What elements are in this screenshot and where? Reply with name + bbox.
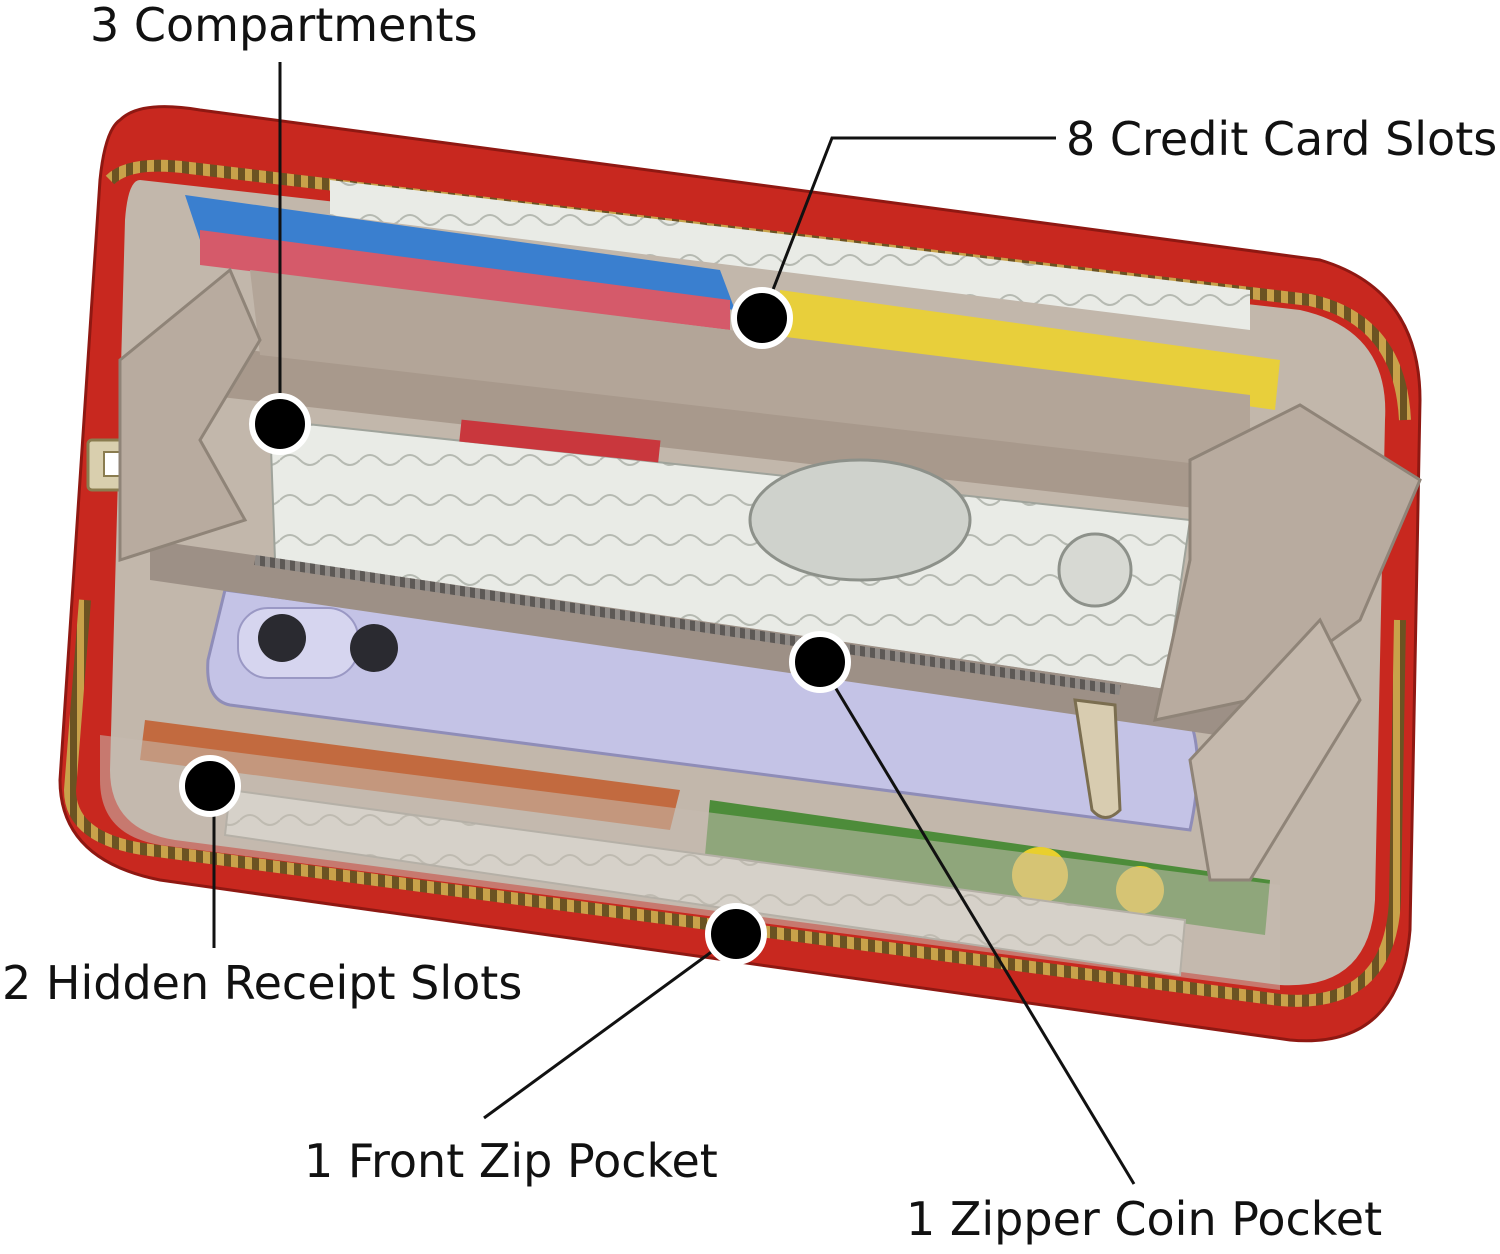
blue-card bbox=[185, 195, 735, 310]
callout-markers bbox=[179, 287, 851, 965]
marker-compartments bbox=[249, 393, 311, 455]
marker-coin bbox=[789, 631, 851, 693]
label-compartments: 3 Compartments bbox=[90, 0, 478, 52]
label-front-zip-pocket: 1 Front Zip Pocket bbox=[304, 1134, 718, 1188]
phone bbox=[206, 588, 1199, 832]
bottom-zipper bbox=[63, 599, 1406, 1007]
top-zipper bbox=[105, 159, 1411, 421]
striped-card bbox=[200, 230, 730, 330]
line-front bbox=[483, 932, 737, 1120]
marker-front bbox=[705, 903, 767, 965]
label-zipper-coin-pocket: 1 Zipper Coin Pocket bbox=[906, 1192, 1383, 1246]
label-hidden-receipt-slots: 2 Hidden Receipt Slots bbox=[2, 956, 523, 1010]
top-bill bbox=[330, 180, 1250, 330]
line-coin bbox=[818, 661, 1136, 1185]
coin-pocket-zipper bbox=[254, 555, 1121, 695]
callout-lines bbox=[212, 62, 1136, 1185]
left-gusset bbox=[118, 267, 262, 563]
marker-receipt bbox=[179, 755, 241, 817]
yellow-card bbox=[780, 290, 1280, 410]
label-credit-card-slots: 8 Credit Card Slots bbox=[1066, 112, 1498, 166]
line-cards bbox=[760, 136, 1056, 319]
marker-cards bbox=[731, 287, 793, 349]
coin-zipper-pull bbox=[1073, 698, 1122, 819]
